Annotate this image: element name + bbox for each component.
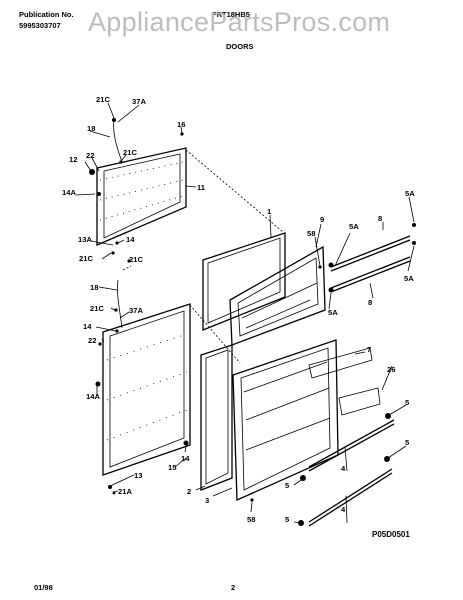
publication-label: Publication No. xyxy=(19,10,74,19)
callout-26: 26 xyxy=(387,365,395,374)
fresh-food-door-liner xyxy=(102,303,191,476)
callout-21c: 21C xyxy=(90,304,104,313)
callout-5: 5 xyxy=(405,398,410,407)
callout-4: 4 xyxy=(341,464,346,473)
freezer-gasket xyxy=(202,232,286,331)
freezer-inner-panel xyxy=(229,245,326,346)
figure-code: P05D0501 xyxy=(372,530,410,539)
leader-lines xyxy=(75,102,415,524)
callout-4: 4 xyxy=(341,505,346,514)
fresh-food-door-cord xyxy=(117,279,123,329)
callout-18: 18 xyxy=(90,283,98,292)
callout-58: 58 xyxy=(307,229,315,238)
callout-14a: 14A xyxy=(86,392,100,401)
callout-5: 5 xyxy=(405,438,410,447)
callout-1: 1 xyxy=(267,207,272,216)
hardware-fasteners xyxy=(89,118,416,526)
fresh-food-shelf-bars xyxy=(308,419,395,527)
model-number: FRT18HB5 xyxy=(212,10,250,19)
callout-37a: 37A xyxy=(132,97,146,106)
footer-date: 01/98 xyxy=(34,583,53,592)
callout-21c: 21C xyxy=(96,95,110,104)
callout-18: 18 xyxy=(87,124,95,133)
callout-13: 13 xyxy=(134,471,142,480)
callout-14: 14 xyxy=(83,322,92,331)
callout-5a: 5A xyxy=(404,274,414,283)
callout-22: 22 xyxy=(86,151,94,160)
callout-5a: 5A xyxy=(405,189,415,198)
door-shelf-bucket xyxy=(308,347,373,379)
callout-15: 15 xyxy=(168,463,177,472)
section-title: DOORS xyxy=(226,42,254,51)
callout-5: 5 xyxy=(285,481,290,490)
callout-9: 9 xyxy=(320,215,324,224)
callout-7: 7 xyxy=(367,345,371,354)
callout-16: 16 xyxy=(177,120,185,129)
callout-2: 2 xyxy=(187,487,191,496)
callout-37a: 37A xyxy=(129,306,143,315)
callout-12: 12 xyxy=(69,155,77,164)
callout-21a: 21A xyxy=(118,487,132,496)
callout-14: 14 xyxy=(181,454,190,463)
callout-21c: 21C xyxy=(129,255,143,264)
watermark: AppliancePartsPros.com xyxy=(88,7,391,37)
callout-8: 8 xyxy=(378,214,382,223)
callout-13a: 13A xyxy=(78,235,92,244)
callout-21c: 21C xyxy=(79,254,93,263)
callout-14a: 14A xyxy=(62,188,76,197)
footer-page: 2 xyxy=(231,583,236,592)
fresh-food-gasket xyxy=(200,344,233,491)
freezer-door-cord xyxy=(113,119,123,163)
fresh-food-inner-panel xyxy=(232,339,339,501)
callout-5a: 5A xyxy=(328,308,338,317)
callout-5a: 5A xyxy=(349,222,359,231)
callout-8: 8 xyxy=(368,298,372,307)
callout-5: 5 xyxy=(285,515,290,524)
callout-22: 22 xyxy=(88,336,96,345)
callout-3: 3 xyxy=(205,496,209,505)
dairy-shelf xyxy=(338,387,381,416)
callout-21c: 21C xyxy=(123,148,137,157)
callout-58: 58 xyxy=(247,515,255,524)
freezer-shelf-bars xyxy=(330,235,411,293)
publication-number: 5995303707 xyxy=(19,21,61,30)
callout-11: 11 xyxy=(197,183,206,192)
callout-14: 14 xyxy=(126,235,135,244)
assembly-guide-lines xyxy=(122,149,284,364)
freezer-door-liner xyxy=(96,147,187,246)
